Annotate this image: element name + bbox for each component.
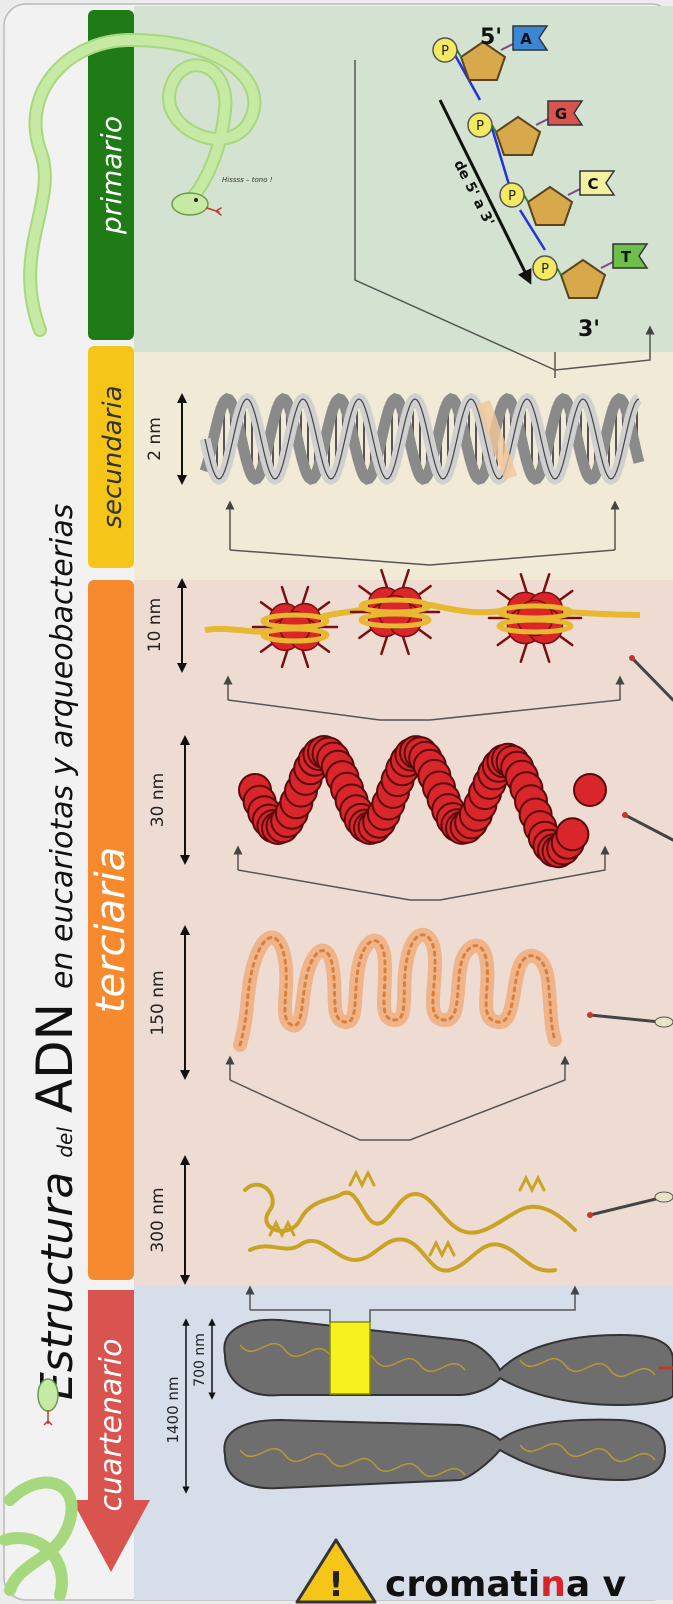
level-label-quaternary: cuartenario	[94, 1339, 129, 1512]
title-word-estructura: Estructura	[32, 1172, 83, 1400]
base-letter: G	[555, 105, 567, 123]
phosphate-label: P	[541, 262, 549, 277]
band-tertiary	[134, 580, 673, 1286]
title-word-adn: ADN	[26, 1003, 84, 1113]
warning-icon-mark: !	[328, 1565, 344, 1604]
footer-text: cromatina v	[385, 1564, 626, 1604]
title-rest: en eucariotas y arqueobacterias	[45, 504, 80, 989]
dimension-10nm-label: 10 nm	[145, 598, 165, 652]
footer-text-highlight: n	[540, 1564, 566, 1604]
phosphate-label: P	[476, 119, 484, 134]
phosphate-label: P	[441, 44, 449, 59]
base-letter: T	[621, 248, 632, 266]
level-label-secondary: secundaria	[98, 385, 128, 528]
phosphate-label: P	[508, 189, 516, 204]
snake-speech-text: Hissss – tono !	[222, 176, 273, 184]
fiber-bead	[574, 774, 606, 806]
dimension-150nm-label: 150 nm	[148, 970, 168, 1035]
chromatid-lower	[224, 1420, 665, 1489]
level-label-tertiary: terciaria	[88, 847, 134, 1013]
dimension-30nm-label: 30 nm	[148, 773, 168, 827]
base-letter: A	[520, 30, 532, 48]
title-word-del: del	[53, 1127, 77, 1158]
footer-text-end: a v	[566, 1564, 626, 1604]
dimension-1400nm-label: 1400 nm	[164, 1376, 182, 1443]
dimension-2nm-label: 2 nm	[145, 417, 165, 461]
dimension-700nm-label: 700 nm	[192, 1333, 208, 1387]
fiber-bead	[556, 818, 588, 850]
highlighted-segment	[330, 1322, 370, 1394]
dimension-300nm-label: 300 nm	[148, 1187, 168, 1252]
end-5-label: 5'	[480, 25, 502, 50]
end-3-label: 3'	[578, 317, 600, 342]
base-letter: C	[587, 175, 598, 193]
level-label-primary: primario	[95, 116, 128, 235]
footer-text-start: cromati	[385, 1564, 540, 1604]
